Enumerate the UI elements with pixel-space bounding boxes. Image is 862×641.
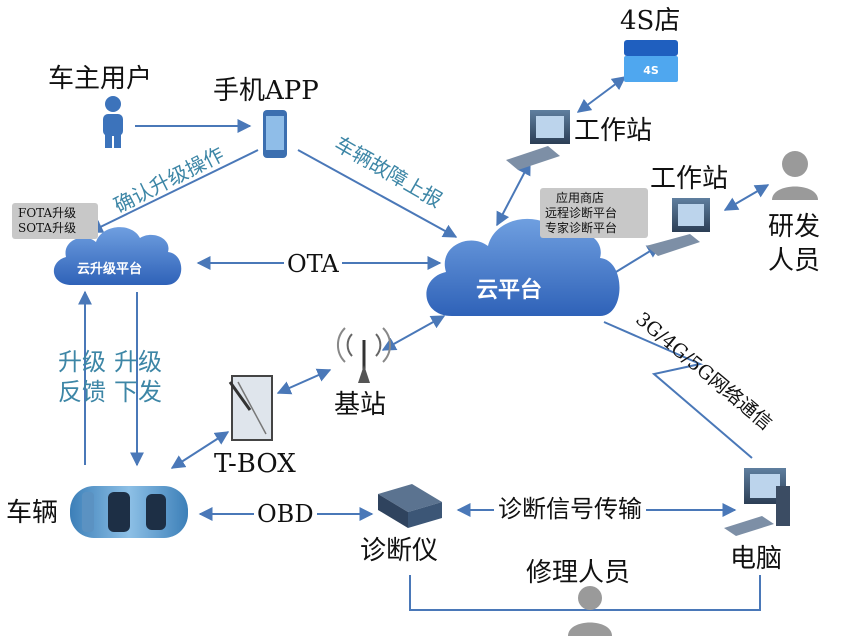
- node-label-rd-line2: 人员: [768, 246, 821, 276]
- node-label-mobile-app: 手机APP: [213, 76, 319, 106]
- node-label-tbox: T-BOX: [214, 449, 296, 479]
- node-label-base-station: 基站: [334, 390, 387, 420]
- arrow-cloud-to-basestation: [381, 315, 446, 351]
- arrow-app-to-upgrade-platform: [88, 149, 259, 233]
- diagnostic-device-icon: [378, 484, 442, 528]
- smartphone-icon: [263, 110, 287, 158]
- node-label-diagnostic-tool: 诊断仪: [360, 536, 439, 566]
- node-label-car-owner: 车主用户: [48, 64, 153, 94]
- fota-sota-line1: FOTA升级: [18, 206, 77, 220]
- platform-services-box-bg: [540, 188, 648, 238]
- person-icon-repair: [568, 586, 612, 636]
- arrow-tbox-to-vehicle: [170, 431, 230, 469]
- arrow-workstation-to-4s: [576, 76, 627, 113]
- tbox-icon: [228, 375, 273, 441]
- arrow-cloud-to-workstation-top: [496, 160, 531, 227]
- edge-label-confirm-upgrade: 确认升级操作: [110, 142, 228, 218]
- node-label-computer: 电脑: [730, 544, 783, 574]
- platform-services-line3: 专家诊断平台: [545, 221, 618, 235]
- person-icon-rd: [772, 151, 818, 200]
- person-icon-owner: [103, 96, 123, 148]
- node-label-workstation-top: 工作站: [574, 116, 653, 146]
- arrow-app-to-cloud: [297, 149, 458, 238]
- edge-label-feedback-line1: 升级: [58, 348, 106, 376]
- store-4s-badge: 4S: [643, 64, 659, 77]
- node-label-4s-store: 4S店: [620, 6, 681, 36]
- cloud-upgrade-shape: [53, 227, 182, 285]
- arrow-workstation-to-rd: [723, 184, 770, 211]
- network-lightning: [603, 321, 753, 459]
- edge-label-obd: OBD: [254, 502, 317, 526]
- edge-label-diag-signal: 诊断信号传输: [494, 497, 646, 521]
- edge-label-deliver-line2: 下发: [114, 378, 162, 406]
- cloud-platform-label: 云平台: [476, 278, 543, 303]
- arrow-basestation-to-tbox: [276, 368, 332, 395]
- edge-label-feedback-line2: 反馈: [58, 378, 106, 406]
- node-label-vehicle: 车辆: [6, 498, 59, 528]
- cloud-platform-shape: [426, 218, 620, 316]
- fota-sota-box-bg: [12, 203, 98, 239]
- store-4s-icon: 4S: [624, 40, 678, 82]
- platform-services-line1: 应用商店: [556, 191, 605, 205]
- workstation-icon-right: [646, 198, 710, 256]
- edge-label-ota: OTA: [284, 252, 342, 276]
- node-label-workstation-right: 工作站: [650, 164, 729, 194]
- computer-icon: [724, 468, 790, 536]
- node-label-repair-staff: 修理人员: [526, 558, 631, 588]
- car-icon: [70, 486, 188, 538]
- platform-services-line2: 远程诊断平台: [545, 206, 618, 220]
- fota-sota-line2: SOTA升级: [18, 221, 77, 235]
- workstation-icon-top: [506, 110, 570, 170]
- node-label-rd-line1: 研发: [768, 212, 821, 242]
- line-repair-staff: [409, 575, 761, 611]
- cloud-upgrade-label: 云升级平台: [77, 262, 143, 277]
- antenna-icon: [336, 327, 392, 383]
- edge-label-deliver-line1: 升级: [114, 348, 162, 376]
